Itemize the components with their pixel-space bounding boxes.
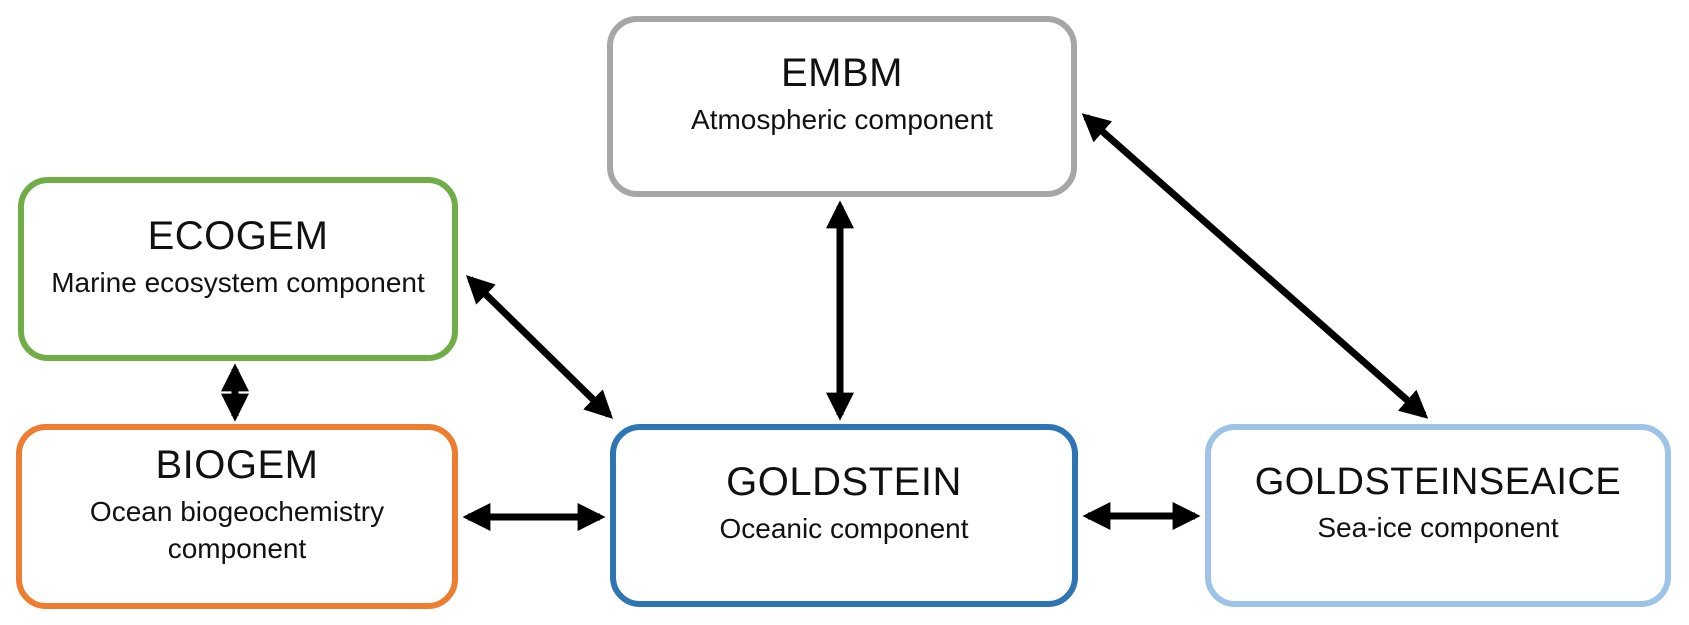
node-ecogem: ECOGEM Marine ecosystem component [18, 177, 458, 361]
node-biogem-subtitle: Ocean biogeochemistry component [89, 496, 385, 564]
node-goldstein: GOLDSTEIN Oceanic component [610, 424, 1078, 607]
node-embm: EMBM Atmospheric component [607, 16, 1077, 197]
node-goldstein-subtitle: Oceanic component [719, 513, 969, 545]
node-goldstein-title: GOLDSTEIN [726, 460, 962, 505]
node-embm-subtitle: Atmospheric component [691, 104, 993, 136]
node-ecogem-title: ECOGEM [147, 213, 329, 258]
node-biogem-title: BIOGEM [155, 443, 319, 488]
node-goldsteinseaice-title: GOLDSTEINSEAICE [1254, 460, 1622, 503]
node-goldsteinseaice-subtitle: Sea-ice component [1317, 512, 1559, 544]
arrow-embm-goldsteinseaice [1081, 113, 1429, 419]
node-ecogem-subtitle: Marine ecosystem component [51, 266, 425, 298]
arrow-ecogem-goldstein [465, 275, 614, 419]
node-biogem: BIOGEM Ocean biogeochemistry component [16, 424, 458, 609]
node-goldsteinseaice: GOLDSTEINSEAICE Sea-ice component [1205, 424, 1671, 607]
node-embm-title: EMBM [781, 51, 903, 96]
